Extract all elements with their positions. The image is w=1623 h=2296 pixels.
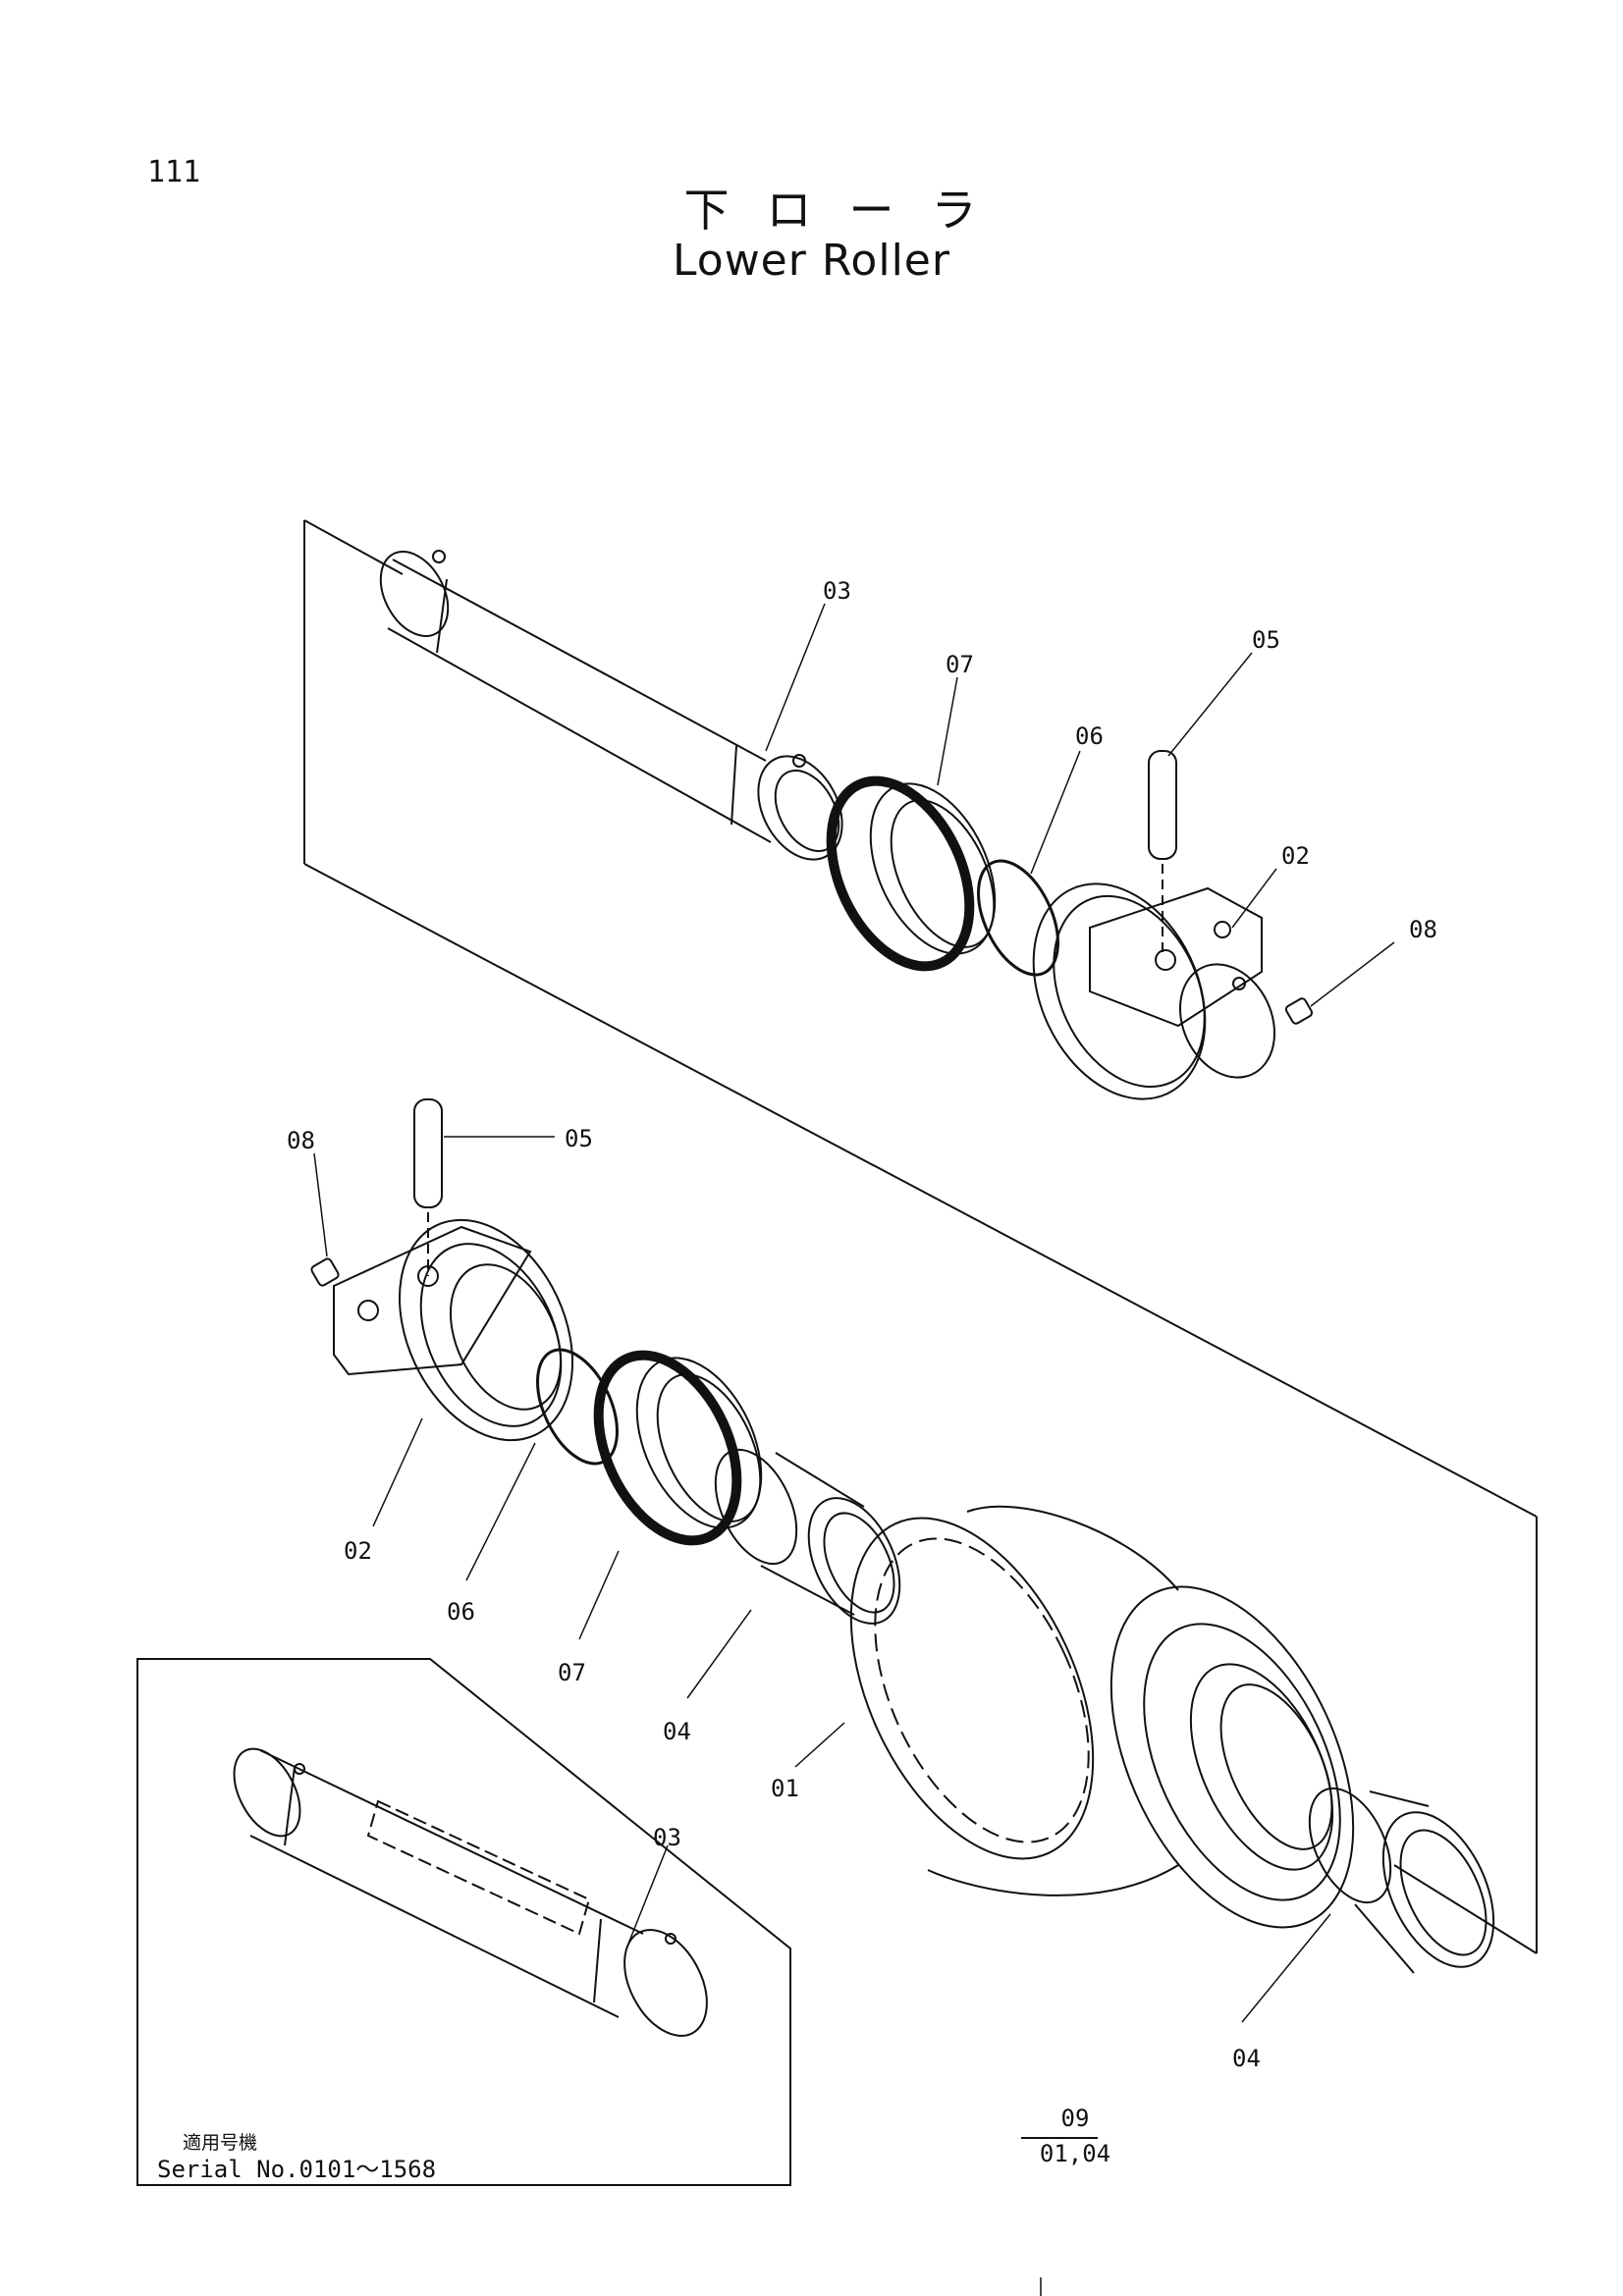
callout-upper-pin: 05 (1252, 626, 1280, 654)
callout-lower-plug: 08 (287, 1127, 315, 1154)
title-english: Lower Roller (673, 236, 950, 286)
upper-collar (1032, 882, 1276, 1100)
callout-upper-shaft: 03 (823, 577, 851, 605)
page-number: 111 (147, 155, 201, 189)
lower-collar (333, 1218, 573, 1442)
callout-upper-collar: 02 (1281, 842, 1310, 870)
callout-front-bushing: 04 (663, 1718, 691, 1745)
upper-shaft (379, 550, 843, 861)
leader-lines (313, 603, 1395, 2023)
callout-rear-bushing: 04 (1232, 2045, 1261, 2072)
inset-shaft (233, 1747, 708, 2037)
callout-lower-oring: 06 (447, 1598, 475, 1626)
upper-pin (1148, 750, 1177, 957)
callout-upper-plug: 08 (1409, 916, 1437, 943)
callout-lower-pin: 05 (565, 1125, 593, 1152)
rear-bushing (1308, 1787, 1495, 1974)
callout-upper-oring: 06 (1075, 722, 1104, 750)
serial-number-range: Serial No.0101〜1568 (157, 2156, 437, 2183)
lower-pin (413, 1098, 443, 1276)
note-fraction-bottom: 01,04 (1039, 2140, 1111, 2167)
callout-inset-shaft: 03 (653, 1824, 681, 1851)
assembly-frame (303, 519, 1538, 1954)
lower-seal (593, 1350, 763, 1546)
callout-upper-seal: 07 (946, 651, 974, 678)
callout-roller-body: 01 (771, 1775, 799, 1802)
callout-lower-seal: 07 (558, 1659, 586, 1686)
inset-caption-japanese: 適用号機 (183, 2132, 258, 2154)
upper-oring (977, 859, 1059, 977)
upper-plug (1284, 997, 1314, 1025)
front-bushing (714, 1448, 901, 1625)
callout-lower-collar: 02 (344, 1537, 372, 1565)
lower-plug (310, 1257, 340, 1287)
note-fraction-top: 09 (1060, 2105, 1090, 2132)
roller-body (849, 1505, 1355, 1929)
title-japanese: 下ローラ (683, 184, 1014, 237)
upper-seal (826, 775, 997, 972)
inset-box (136, 1658, 791, 2186)
